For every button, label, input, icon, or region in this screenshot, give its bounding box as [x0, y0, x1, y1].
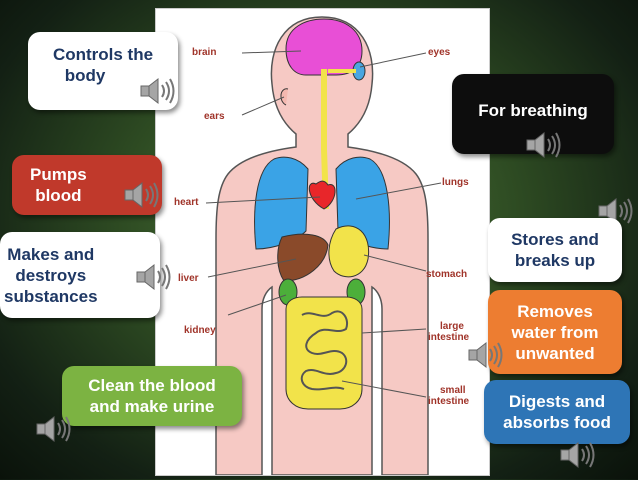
- heart-shape: [308, 180, 336, 210]
- stomach-function-box: Stores and breaks up: [488, 218, 622, 282]
- speaker-icon[interactable]: [36, 414, 72, 444]
- speaker-icon[interactable]: [560, 440, 596, 470]
- label-stomach: stomach: [426, 269, 468, 280]
- label-ears: ears: [204, 111, 225, 122]
- heart-function-box: Pumps blood: [12, 155, 162, 215]
- label-liver: liver: [178, 273, 199, 284]
- stomach-shape: [328, 225, 370, 278]
- kidney-function-line2: and make urine: [89, 397, 215, 416]
- lungs-shape: [254, 156, 309, 250]
- stomach-function-line1: Stores and: [511, 230, 599, 249]
- heart-function-line1: Pumps: [30, 165, 87, 184]
- speaker-icon[interactable]: [526, 130, 562, 160]
- large-intestine-function-line2: water from: [511, 322, 599, 342]
- label-heart: heart: [174, 197, 199, 208]
- label-large: large: [440, 321, 464, 332]
- brain-function-line1: Controls the: [52, 45, 154, 64]
- small-intestine-function-line2: absorbs food: [503, 413, 611, 432]
- label-small: small: [440, 385, 466, 396]
- large-intestine-function-box: Removes water from unwanted: [488, 290, 622, 374]
- large-intestine-function-line3: unwanted: [515, 343, 595, 363]
- stomach-function-line2: breaks up: [514, 251, 596, 270]
- liver-function-line1: Makes and: [7, 244, 95, 264]
- label-small-intestine: intestine: [428, 396, 470, 407]
- large-intestine-function-line1: Removes: [517, 301, 593, 321]
- speaker-icon[interactable]: [124, 180, 160, 210]
- small-intestine-shape: [300, 310, 348, 391]
- label-eyes: eyes: [428, 47, 451, 58]
- small-intestine-function-line1: Digests and: [508, 392, 606, 411]
- speaker-icon[interactable]: [598, 196, 634, 226]
- liver-function-box: Makes and destroys substances: [0, 232, 160, 318]
- brain-shape: [285, 18, 363, 76]
- brain-function-line2: body: [64, 66, 106, 85]
- liver-function-line2: destroys: [15, 265, 87, 285]
- liver-function-line3: substances: [4, 286, 98, 306]
- label-brain: brain: [192, 47, 217, 58]
- speaker-icon[interactable]: [136, 262, 172, 292]
- heart-function-line2: blood: [35, 186, 82, 205]
- kidney-function-box: Clean the blood and make urine: [62, 366, 242, 426]
- speaker-icon[interactable]: [140, 76, 176, 106]
- label-lungs: lungs: [442, 177, 469, 188]
- kidney-function-line1: Clean the blood: [88, 376, 216, 395]
- label-kidney: kidney: [184, 325, 216, 336]
- small-intestine-function-box: Digests and absorbs food: [484, 380, 630, 444]
- lungs-function-line1: For breathing: [478, 101, 588, 120]
- speaker-icon[interactable]: [468, 340, 504, 370]
- label-large-intestine: intestine: [428, 332, 470, 343]
- liver-shape: [277, 233, 329, 282]
